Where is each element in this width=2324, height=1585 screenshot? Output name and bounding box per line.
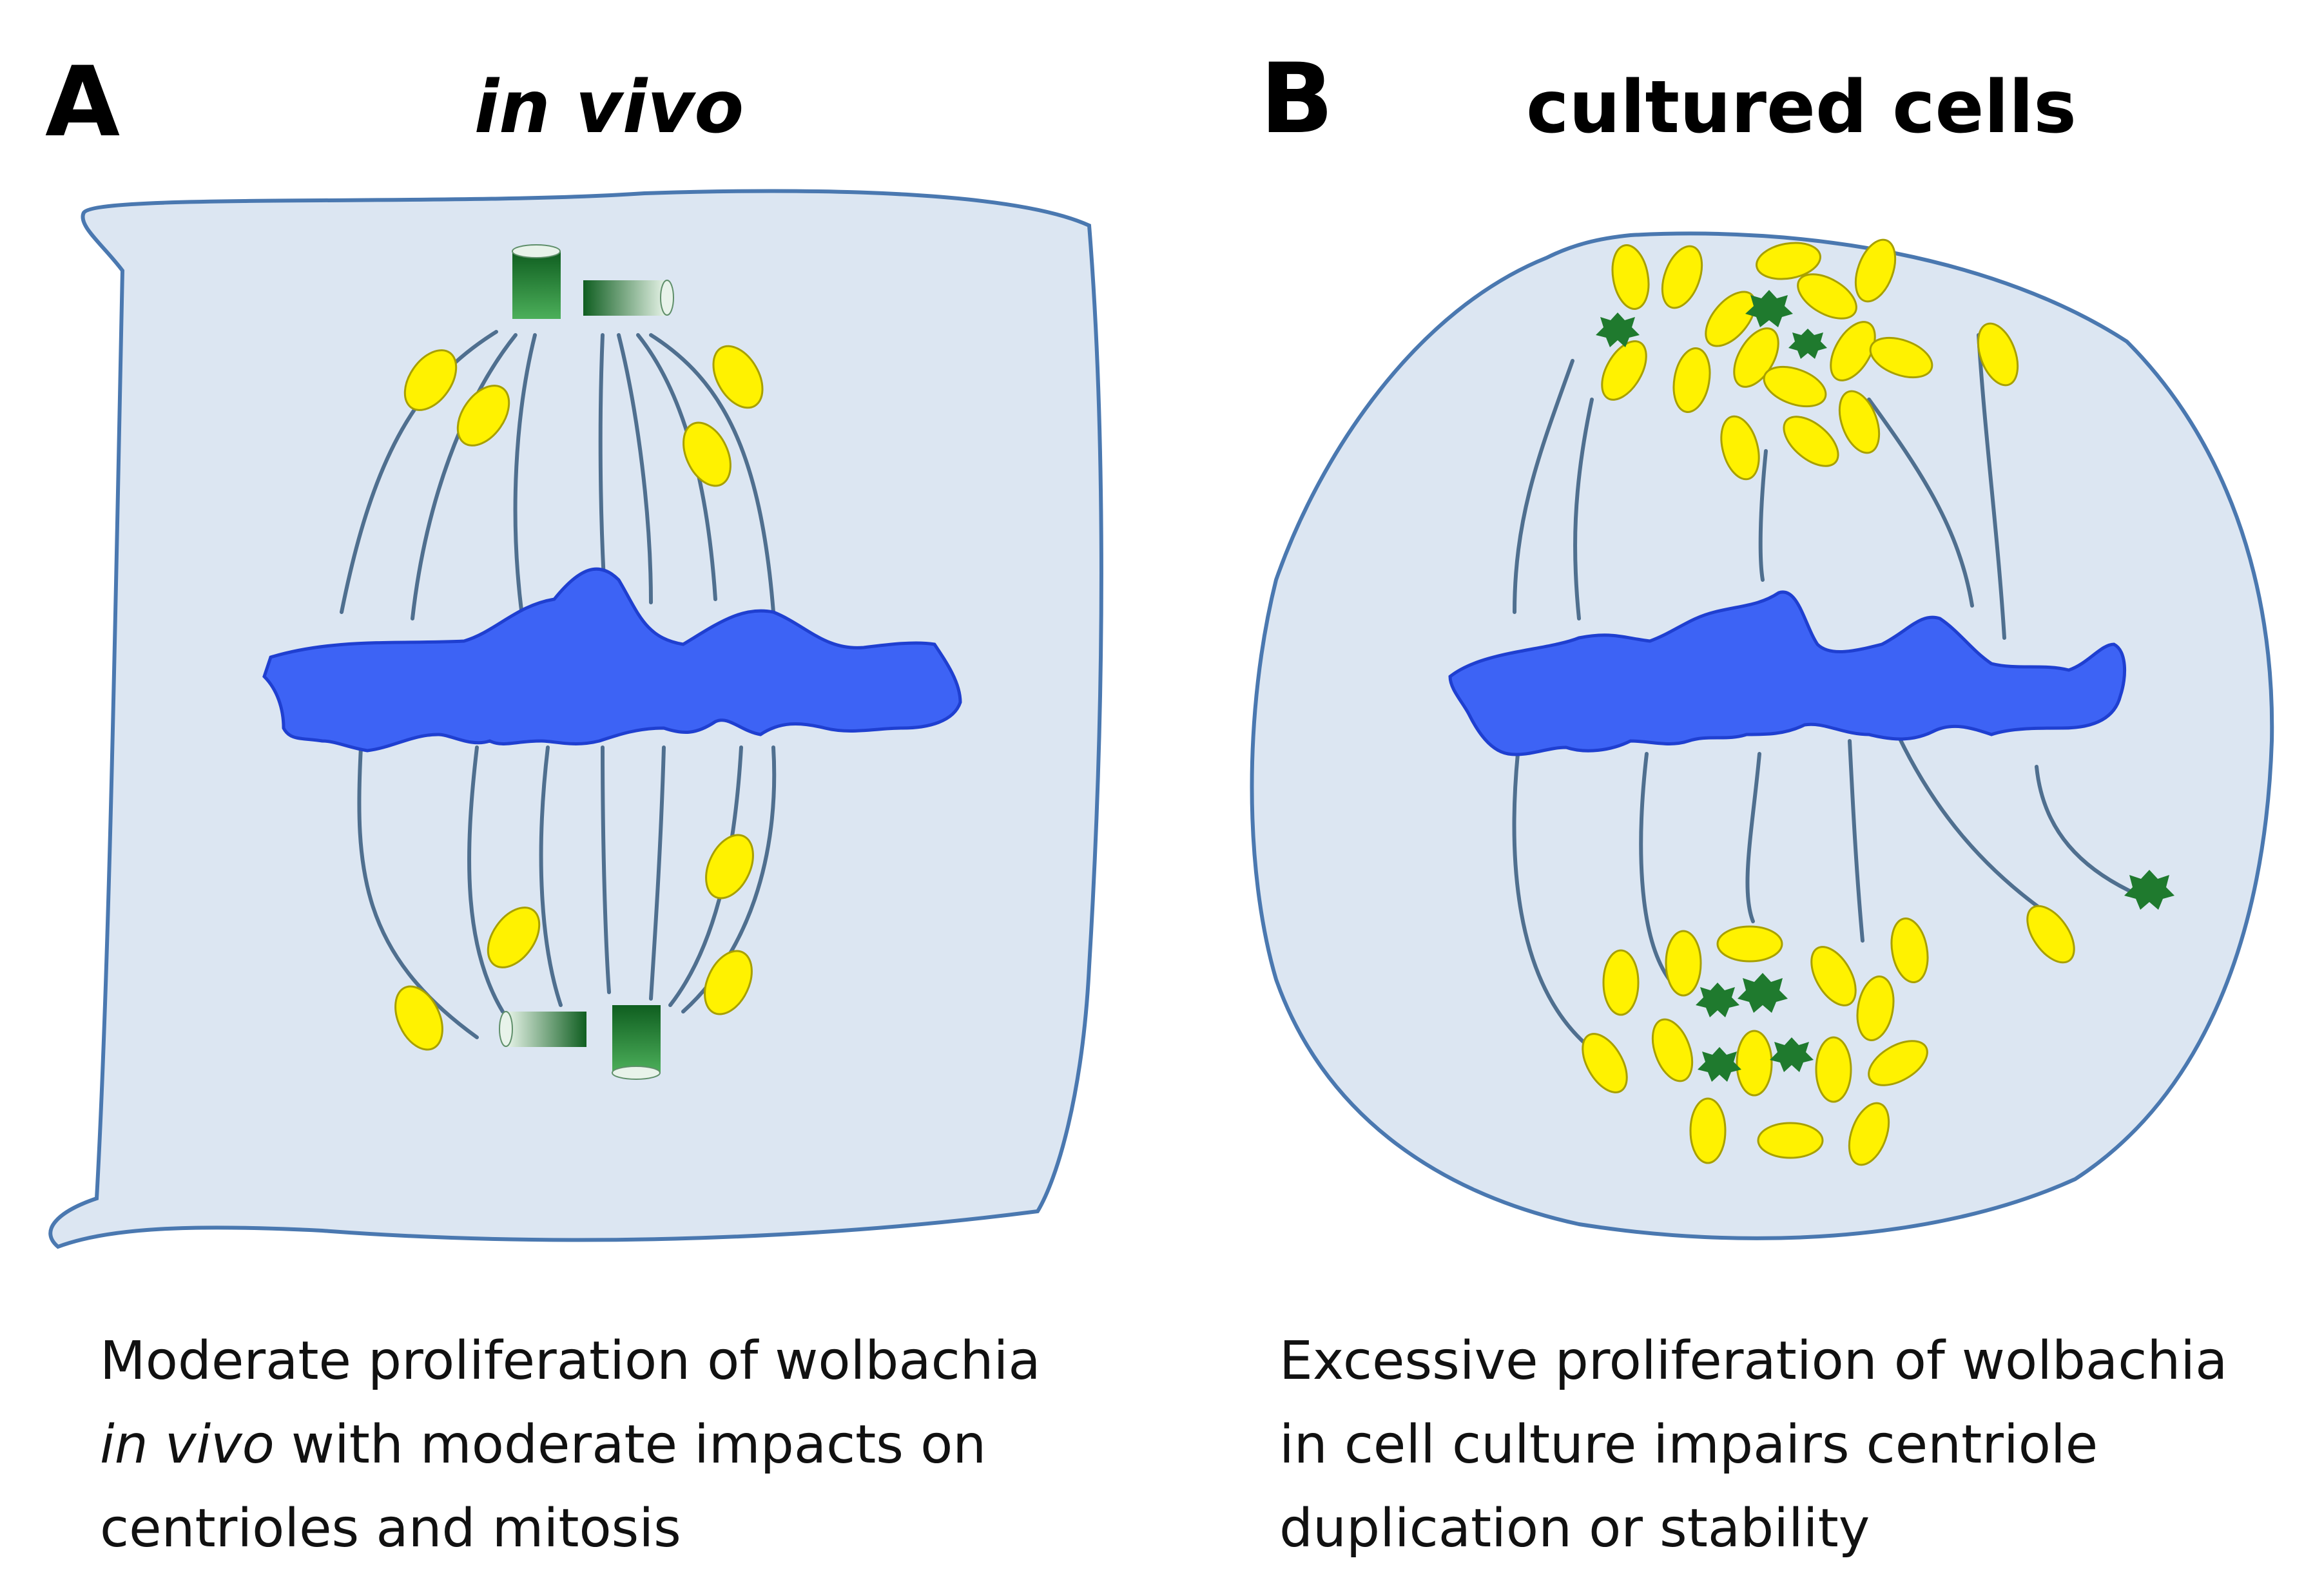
- panel-a: A in vivo: [45, 46, 1103, 1559]
- caption-a-line2: with moderate impacts on: [275, 1414, 986, 1475]
- caption-b-line3: duplication or stability: [1279, 1498, 1870, 1559]
- caption-a-line2-italic: in vivo: [100, 1414, 275, 1475]
- wolbachia-icon: [1661, 245, 1703, 309]
- panel-a-title: in vivo: [474, 66, 744, 149]
- wolbachia-icon: [456, 385, 510, 447]
- centriole-fragments-b: [1596, 290, 2174, 1082]
- wolbachia-icon: [1611, 244, 1650, 310]
- star-icon: [1696, 983, 1739, 1017]
- wolbachia-icon: [487, 907, 541, 968]
- wolbachia-icon: [1856, 975, 1895, 1041]
- centriole-icon: [612, 1005, 661, 1080]
- wolbachia-icon: [2026, 905, 2075, 964]
- wolbachia-icon: [1736, 1030, 1773, 1097]
- star-icon: [1770, 1037, 1814, 1072]
- wolbachia-icon: [1672, 347, 1711, 413]
- star-icon: [1738, 973, 1788, 1013]
- wolbachia-icon: [1830, 321, 1876, 381]
- wolbachia-icon: [1848, 1102, 1890, 1166]
- wolbachia-icon: [1716, 925, 1783, 963]
- wolbachia-icon: [1977, 322, 2019, 387]
- wolbachia-icon: [704, 950, 753, 1015]
- chromosomes-a: [262, 567, 962, 753]
- wolbachia-icon: [1601, 340, 1647, 401]
- wolbachia-icon: [1868, 1040, 1928, 1086]
- wolbachia-icon: [1651, 1018, 1694, 1082]
- star-icon: [1745, 290, 1793, 327]
- wolbachia-icon: [1665, 930, 1702, 997]
- wolbachia-icon: [1756, 242, 1821, 280]
- caption-a-line3: centrioles and mitosis: [100, 1498, 681, 1559]
- wolbachia-icon: [1582, 1033, 1628, 1093]
- wolbachia-icon: [1890, 917, 1929, 983]
- star-icon: [2124, 870, 2174, 910]
- caption-b-line1: Excessive proliferation of wolbachia: [1279, 1330, 2227, 1392]
- wolbachia-icon: [1869, 336, 1933, 379]
- centriole-icon: [512, 244, 561, 319]
- wolbachia-icon: [1720, 415, 1760, 481]
- wolbachia-icon: [1815, 1036, 1852, 1103]
- caption-b: Excessive proliferation of wolbachia in …: [1279, 1330, 2244, 1559]
- caption-a-line1: Moderate proliferation of wolbachia: [100, 1330, 1041, 1392]
- caption-b-line2: in cell culture impairs centriole: [1279, 1414, 2098, 1475]
- spindle-microtubules-b: [1512, 333, 2142, 1046]
- wolbachia-icon: [1854, 238, 1897, 303]
- panel-b-title: cultured cells: [1526, 66, 2077, 149]
- centrioles-a: [499, 244, 674, 1080]
- star-icon: [1698, 1047, 1741, 1082]
- wolbachia-b: [1582, 238, 2075, 1166]
- wolbachia-icon: [1810, 946, 1857, 1006]
- star-icon: [1596, 312, 1640, 347]
- chromosomes-b: [1448, 590, 2127, 756]
- wolbachia-icon: [403, 349, 458, 411]
- star-icon: [1788, 329, 1827, 359]
- wolbachia-icon: [683, 421, 731, 487]
- wolbachia-icon: [1689, 1097, 1727, 1164]
- wolbachia-icon: [1705, 291, 1756, 347]
- panel-a-letter: A: [45, 46, 120, 158]
- wolbachia-a: [394, 345, 764, 1051]
- caption-a: Moderate proliferation of wolbachia in v…: [100, 1330, 1058, 1559]
- wolbachia-icon: [1763, 365, 1827, 408]
- wolbachia-icon: [712, 345, 764, 409]
- wolbachia-icon: [1797, 273, 1857, 320]
- panel-b-letter: B: [1260, 43, 1333, 155]
- wolbachia-icon: [1602, 949, 1640, 1016]
- centriole-icon: [499, 1011, 586, 1047]
- centriole-icon: [583, 280, 674, 316]
- cell-b-outline: [1250, 231, 2274, 1240]
- wolbachia-icon: [705, 834, 754, 899]
- wolbachia-icon: [1757, 1122, 1824, 1159]
- panel-b: B cultured cells: [1250, 43, 2274, 1559]
- wolbachia-icon: [1838, 390, 1881, 454]
- wolbachia-icon: [1783, 416, 1839, 467]
- wolbachia-icon: [394, 985, 443, 1051]
